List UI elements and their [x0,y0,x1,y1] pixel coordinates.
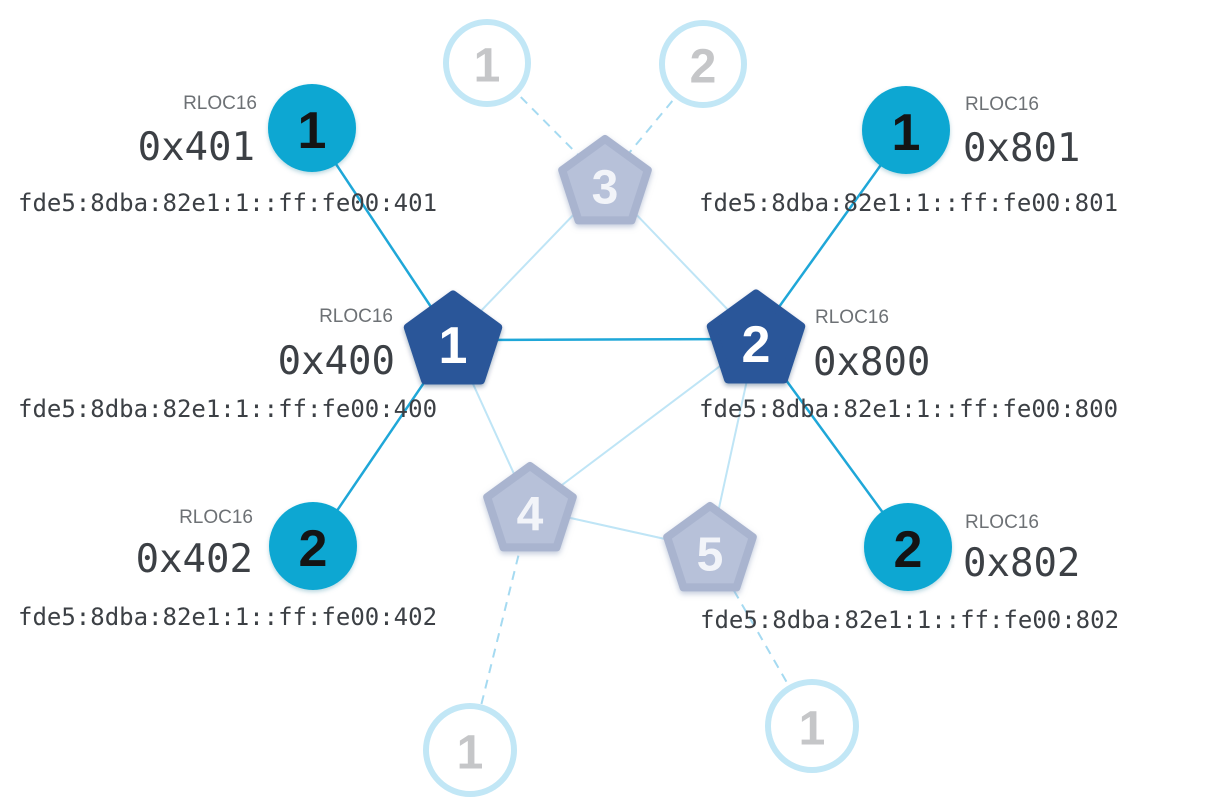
faded-child-node-bottom2[interactable]: 1 [765,679,859,773]
child-401-number: 1 [298,102,327,160]
faded-child-node-bottom1[interactable]: 1 [423,703,517,797]
rloc16-value: 0x800 [813,340,930,385]
child-802-number: 2 [894,521,923,579]
faded-child-bottom1-number: 1 [457,727,484,780]
ipv6-address: fde5:8dba:82e1:1::ff:fe00:401 [18,189,437,217]
label-group-router2: RLOC16 0x800 fde5:8dba:82e1:1::ff:fe00:8… [699,307,1118,423]
router-node-2[interactable]: 2 [711,294,800,379]
link-router1-router2 [452,337,757,342]
rloc16-value: 0x801 [963,126,1080,171]
ipv6-address: fde5:8dba:82e1:1::ff:fe00:402 [18,603,437,631]
ipv6-address: fde5:8dba:82e1:1::ff:fe00:800 [699,395,1118,423]
faded-router-4-number: 4 [517,489,544,542]
ipv6-address: fde5:8dba:82e1:1::ff:fe00:801 [699,189,1118,217]
rloc16-value: 0x401 [138,125,255,170]
faded-router-5-number: 5 [697,529,724,582]
link-fadedchild-top1-fadedrouter3 [486,62,606,183]
rloc16-caption: RLOC16 [179,507,253,528]
faded-child-node-top1[interactable]: 1 [443,19,531,107]
label-group-child402: RLOC16 0x402 fde5:8dba:82e1:1::ff:fe00:4… [18,507,437,631]
faded-router-3-number: 3 [592,162,619,215]
link-router2-fadedrouter4 [529,338,757,510]
router-1-number: 1 [439,317,468,375]
child-node-802[interactable]: 2 [864,503,952,591]
label-group-child401: RLOC16 0x401 fde5:8dba:82e1:1::ff:fe00:4… [18,93,437,217]
label-group-child801: RLOC16 0x801 fde5:8dba:82e1:1::ff:fe00:8… [699,94,1118,217]
faded-child-bottom2-number: 1 [799,703,826,756]
rloc16-caption: RLOC16 [965,512,1039,533]
rloc16-caption: RLOC16 [319,306,393,327]
faded-router-node-3[interactable]: 3 [562,139,648,220]
child-node-801[interactable]: 1 [862,86,950,174]
faded-child-top1-number: 1 [474,40,501,93]
label-group-router1: RLOC16 0x400 fde5:8dba:82e1:1::ff:fe00:4… [18,306,437,423]
rloc16-value: 0x402 [136,537,253,582]
faded-child-top2-number: 2 [690,41,717,94]
rloc16-caption: RLOC16 [965,94,1039,115]
label-group-child802: RLOC16 0x802 fde5:8dba:82e1:1::ff:fe00:8… [700,512,1119,634]
ipv6-address: fde5:8dba:82e1:1::ff:fe00:802 [700,606,1119,634]
rloc16-value: 0x802 [963,541,1080,586]
ipv6-address: fde5:8dba:82e1:1::ff:fe00:400 [18,395,437,423]
rloc16-value: 0x400 [278,339,395,384]
child-801-number: 1 [892,104,921,162]
router-node-1[interactable]: 1 [408,295,497,380]
router-2-number: 2 [742,316,771,374]
child-node-402[interactable]: 2 [269,502,357,590]
faded-router-node-5[interactable]: 5 [667,506,753,587]
child-node-401[interactable]: 1 [268,84,356,172]
rloc16-caption: RLOC16 [183,93,257,114]
faded-child-node-top2[interactable]: 2 [659,20,747,108]
rloc16-caption: RLOC16 [815,307,889,328]
faded-router-node-4[interactable]: 4 [487,466,573,547]
child-402-number: 2 [299,520,328,578]
